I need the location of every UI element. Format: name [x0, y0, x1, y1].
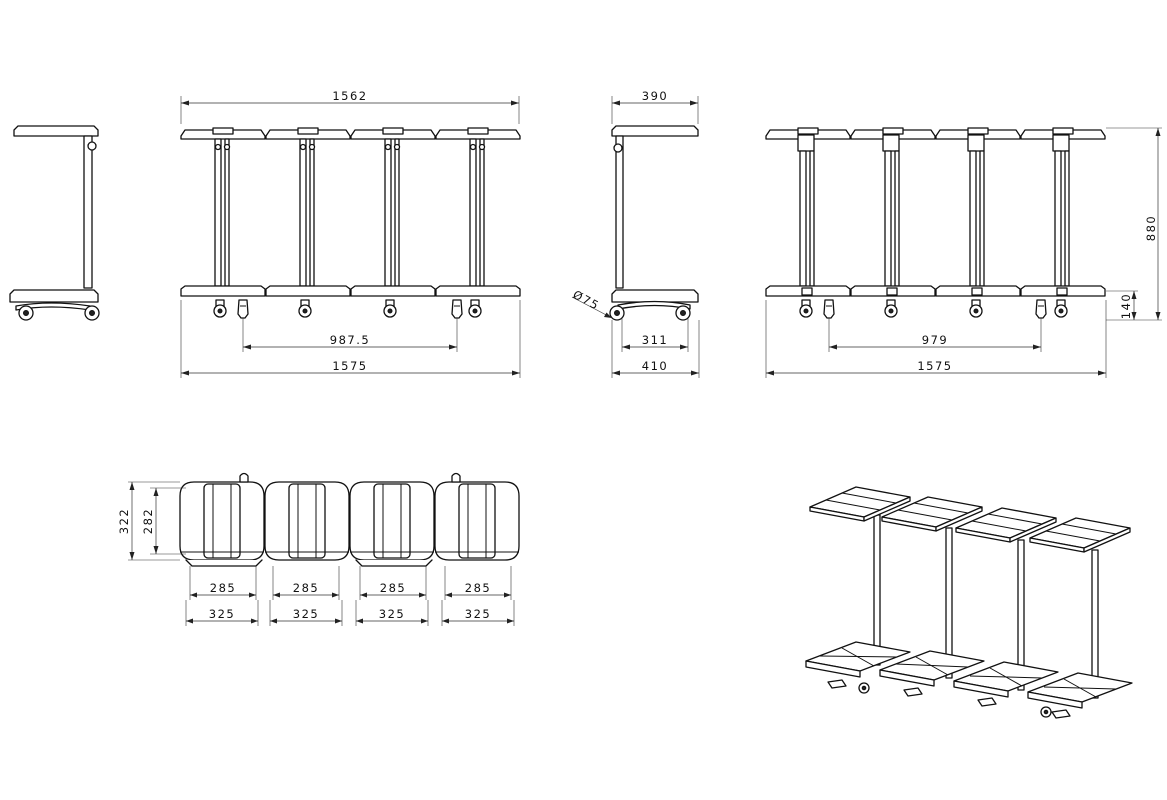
dim-plan-inner-width: 285	[293, 581, 319, 595]
dim-front-top-width: 1562	[332, 89, 367, 103]
dim-front-overall-width: 1575	[332, 359, 367, 373]
isometric-view	[805, 486, 1133, 719]
dim-wheel-diameter: Ø75	[571, 287, 602, 313]
dim-plan-inner-width: 285	[210, 581, 236, 595]
left-side-view	[9, 125, 100, 321]
dim-plan-inner-width: 285	[380, 581, 406, 595]
plan-inner-dims: 285 285 285 285	[189, 566, 512, 600]
dim-plan-depth-outer: 322	[117, 508, 131, 534]
dim-plan-inner-width: 285	[465, 581, 491, 595]
dim-side-wheel-spacing: 311	[642, 333, 668, 347]
right-side-view: 390 Ø75 311 410	[571, 89, 700, 378]
dim-plan-outer-width: 325	[379, 607, 405, 621]
dim-rear-overall-width: 1575	[917, 359, 952, 373]
dim-rear-wheel-spacing: 979	[922, 333, 948, 347]
dim-plan-depth-inner: 282	[141, 508, 155, 534]
dim-plan-outer-width: 325	[293, 607, 319, 621]
plan-outer-dims: 325 325 325 325	[185, 600, 515, 626]
dim-rear-height: 880	[1144, 215, 1158, 241]
plan-view: 322 282 285 285 285 285	[117, 472, 520, 626]
dim-plan-outer-width: 325	[209, 607, 235, 621]
iso-base-trays	[805, 641, 1133, 709]
dim-side-top-depth: 390	[642, 89, 668, 103]
dim-rear-base-height: 140	[1119, 293, 1133, 319]
front-view: 1562 987.5 1575	[181, 89, 520, 378]
dim-plan-outer-width: 325	[465, 607, 491, 621]
dim-side-overall-depth: 410	[642, 359, 668, 373]
dim-front-wheel-spacing: 987.5	[330, 333, 370, 347]
rear-view: 880 140 979 1575	[766, 128, 1162, 378]
